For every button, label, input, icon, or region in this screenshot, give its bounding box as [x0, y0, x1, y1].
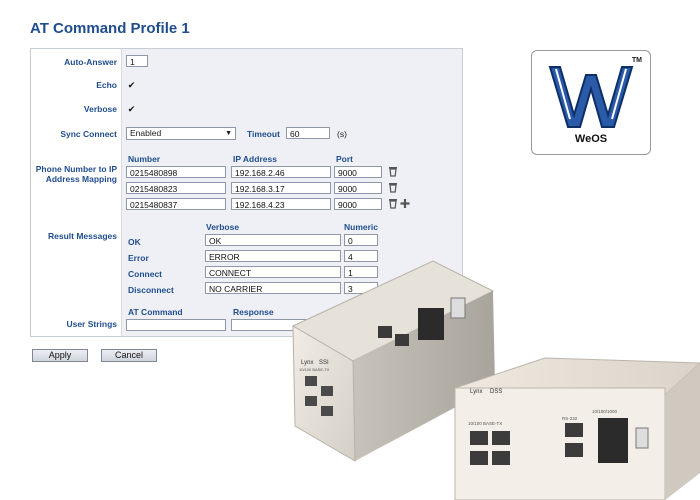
port-header: Port	[336, 154, 353, 164]
ip-address-input[interactable]: 192.168.4.23	[231, 198, 331, 210]
lynx-dss-switch-image: Lynx DSS 10/100 BASE-TX RS-232 10/100/10…	[454, 357, 700, 500]
lynx-dss-brand: Lynx	[470, 389, 482, 395]
lynx-dss-model: DSS	[490, 389, 502, 395]
lynx-dss-sfp-label: 10/100/1000	[592, 409, 618, 414]
weos-wordmark: WeOS	[574, 133, 608, 145]
cancel-button[interactable]: Cancel	[101, 349, 157, 362]
sync-connect-row: Sync Connect Enabled ▼ Timeout 60 (s)	[31, 119, 462, 151]
echo-checkbox[interactable]: ✔	[127, 80, 136, 90]
trash-icon[interactable]	[388, 166, 398, 177]
at-command-header: AT Command	[128, 307, 183, 317]
rj45-ports	[305, 376, 333, 416]
port-input[interactable]: 9000	[334, 182, 382, 194]
result-messages-label: Result Messages	[48, 231, 117, 241]
user-strings-label: User Strings	[66, 319, 117, 329]
at-command-input[interactable]	[126, 319, 226, 331]
lynx-ssi-brand: Lynx	[301, 360, 313, 366]
phone-mapping-section: Phone Number to IP Address Mapping Numbe…	[31, 150, 462, 220]
timeout-label: Timeout	[247, 129, 280, 139]
numeric-code-input[interactable]: 4	[344, 250, 378, 262]
auto-answer-row: Auto-Answer 1	[31, 49, 462, 72]
at-command-form: Auto-Answer 1 Echo ✔ Verbose ✔ Sync Conn…	[30, 48, 463, 337]
chevron-down-icon: ▼	[225, 130, 232, 137]
verbose-checkbox[interactable]: ✔	[127, 104, 136, 114]
sync-connect-label: Sync Connect	[60, 129, 117, 139]
timeout-unit: (s)	[337, 129, 347, 139]
phone-mapping-label: Phone Number to IP Address Mapping	[35, 164, 117, 184]
verbose-message-input[interactable]: ERROR	[205, 250, 341, 262]
result-name: Connect	[128, 269, 162, 279]
echo-label: Echo	[96, 80, 117, 90]
port-input[interactable]: 9000	[334, 198, 382, 210]
result-name: Disconnect	[128, 285, 174, 295]
add-icon[interactable]	[400, 198, 410, 209]
weos-w-mark-icon	[548, 66, 634, 128]
lynx-dss-port-label: 10/100 BASE-TX	[468, 421, 502, 426]
ip-address-input[interactable]: 192.168.3.17	[231, 182, 331, 194]
ip-header: IP Address	[233, 154, 277, 164]
lynx-ssi-port-label: 10/100 BASE-TX	[299, 367, 330, 372]
verbose-message-input[interactable]: NO CARRIER	[205, 282, 341, 294]
page-title: AT Command Profile 1	[30, 20, 190, 37]
phone-number-input[interactable]: 0215480898	[126, 166, 226, 178]
apply-button[interactable]: Apply	[32, 349, 88, 362]
numeric-code-input[interactable]: 1	[344, 266, 378, 278]
auto-answer-label: Auto-Answer	[64, 57, 117, 67]
auto-answer-input[interactable]: 1	[126, 55, 148, 67]
verbose-row: Verbose ✔	[31, 94, 462, 120]
numeric-code-input[interactable]: 0	[344, 234, 378, 246]
verbose-label: Verbose	[83, 104, 117, 114]
ip-address-input[interactable]: 192.168.2.46	[231, 166, 331, 178]
rj45-ports	[470, 431, 510, 465]
lynx-dss-serial-label: RS-232	[562, 416, 578, 421]
verbose-message-input[interactable]: CONNECT	[205, 266, 341, 278]
sync-connect-value: Enabled	[130, 128, 162, 138]
timeout-input[interactable]: 60	[286, 127, 330, 139]
echo-row: Echo ✔	[31, 71, 462, 95]
numeric-header: Numeric	[344, 222, 379, 232]
number-header: Number	[128, 154, 161, 164]
trash-icon[interactable]	[388, 198, 398, 209]
lynx-ssi-switch-image: Lynx SSI 10/100 BASE-TX	[291, 260, 495, 462]
weos-logo: TM WeOS	[531, 50, 651, 155]
sync-connect-select[interactable]: Enabled ▼	[126, 127, 236, 140]
phone-number-input[interactable]: 0215480837	[126, 198, 226, 210]
port-input[interactable]: 9000	[334, 166, 382, 178]
verbose-message-input[interactable]: OK	[205, 234, 341, 246]
trademark-mark: TM	[631, 57, 642, 64]
phone-number-input[interactable]: 0215480823	[126, 182, 226, 194]
result-name: OK	[128, 237, 141, 247]
lynx-ssi-model: SSI	[319, 360, 329, 366]
result-name: Error	[128, 253, 149, 263]
response-header: Response	[233, 307, 274, 317]
trash-icon[interactable]	[388, 182, 398, 193]
result-messages-section: Result Messages Verbose Numeric OK OK 0 …	[31, 219, 462, 302]
verbose-header: Verbose	[206, 222, 240, 232]
